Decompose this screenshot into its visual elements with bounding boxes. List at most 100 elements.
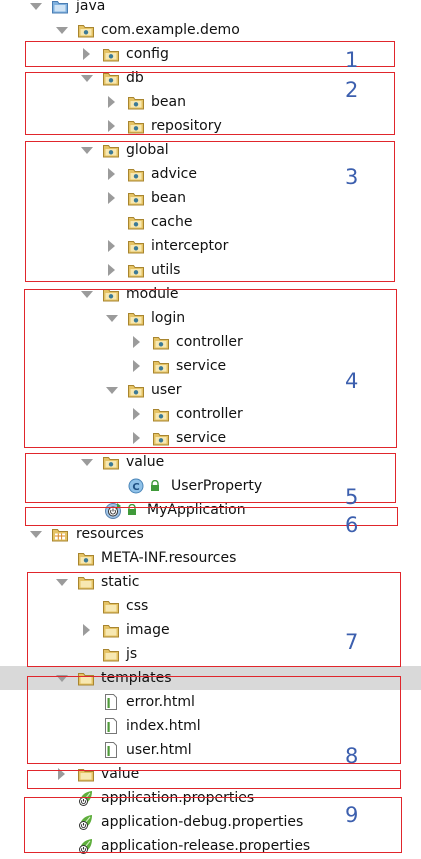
expand-arrow-down-icon[interactable]: [80, 282, 93, 306]
tree-row-login-service[interactable]: service: [0, 354, 421, 378]
spring-properties-icon: [78, 814, 94, 830]
tree-row-global-advice[interactable]: advice: [0, 162, 421, 186]
lock-icon: [149, 479, 161, 492]
tree-row-image[interactable]: image: [0, 618, 421, 642]
package-icon: [153, 430, 169, 446]
tree-label: interceptor: [151, 238, 229, 254]
expand-arrow-right-icon[interactable]: [130, 330, 142, 354]
tree-row-application-debug-properties[interactable]: application-debug.properties: [0, 810, 421, 834]
tree-row-application-release-properties[interactable]: application-release.properties: [0, 834, 421, 858]
expand-arrow-right-icon[interactable]: [105, 234, 117, 258]
package-icon: [153, 358, 169, 374]
tree-label: MyApplication: [147, 502, 246, 518]
expand-arrow-down-icon[interactable]: [80, 66, 93, 90]
tree-row-meta-inf[interactable]: META-INF.resources: [0, 546, 421, 570]
tree-row-com-example-demo[interactable]: com.example.demo: [0, 18, 421, 42]
tree-row-application-properties[interactable]: application.properties: [0, 786, 421, 810]
expand-arrow-right-icon[interactable]: [105, 114, 117, 138]
tree-label: value: [101, 766, 140, 782]
tree-row-db[interactable]: db: [0, 66, 421, 90]
tree-label: error.html: [126, 694, 195, 710]
folder-icon: [103, 646, 119, 662]
expand-arrow-right-icon[interactable]: [80, 42, 92, 66]
tree-row-global-cache[interactable]: cache: [0, 210, 421, 234]
expand-arrow-down-icon[interactable]: [29, 0, 42, 18]
expand-arrow-down-icon[interactable]: [55, 666, 68, 690]
expand-arrow-right-icon[interactable]: [130, 402, 142, 426]
annotation-number-6: 6: [345, 513, 359, 537]
tree-label: service: [176, 358, 227, 374]
tree-label: controller: [176, 334, 243, 350]
package-icon: [103, 286, 119, 302]
expand-arrow-right-icon[interactable]: [130, 426, 142, 450]
expand-arrow-right-icon[interactable]: [105, 186, 117, 210]
expand-arrow-down-icon[interactable]: [80, 450, 93, 474]
tree-row-static[interactable]: static: [0, 570, 421, 594]
tree-label: application-debug.properties: [101, 814, 304, 830]
tree-label: resources: [76, 526, 144, 542]
expand-arrow-right-icon[interactable]: [130, 354, 142, 378]
tree-label: service: [176, 430, 227, 446]
expand-arrow-down-icon[interactable]: [105, 306, 118, 330]
tree-row-css[interactable]: css: [0, 594, 421, 618]
folder-icon: [103, 598, 119, 614]
tree-row-my-application[interactable]: MyApplication: [0, 498, 421, 522]
tree-row-java[interactable]: java: [0, 0, 421, 18]
tree-row-global-bean[interactable]: bean: [0, 186, 421, 210]
class-icon: C: [128, 478, 144, 494]
spring-properties-icon: [78, 838, 94, 854]
package-icon: [153, 334, 169, 350]
tree-row-user-service[interactable]: service: [0, 426, 421, 450]
tree-row-global-utils[interactable]: utils: [0, 258, 421, 282]
tree-row-resources[interactable]: resources: [0, 522, 421, 546]
html-file-icon: [103, 742, 119, 758]
expand-arrow-right-icon[interactable]: [80, 618, 92, 642]
annotation-number-9: 9: [345, 803, 359, 827]
folder-icon: [78, 574, 94, 590]
tree-row-templates[interactable]: templates: [0, 666, 421, 690]
tree-row-db-repository[interactable]: repository: [0, 114, 421, 138]
package-icon: [128, 166, 144, 182]
resources-folder-icon: [52, 526, 68, 542]
spring-boot-class-icon: [104, 502, 121, 519]
tree-row-user-property[interactable]: C UserProperty: [0, 474, 421, 498]
tree-label: repository: [151, 118, 222, 134]
tree-row-global[interactable]: global: [0, 138, 421, 162]
tree-row-index-html[interactable]: index.html: [0, 714, 421, 738]
expand-arrow-down-icon[interactable]: [29, 522, 42, 546]
tree-row-user-controller[interactable]: controller: [0, 402, 421, 426]
svg-text:C: C: [132, 482, 139, 493]
package-icon: [153, 406, 169, 422]
folder-icon: [103, 622, 119, 638]
html-file-icon: [103, 718, 119, 734]
expand-arrow-right-icon[interactable]: [105, 162, 117, 186]
tree-row-user-html[interactable]: user.html: [0, 738, 421, 762]
expand-arrow-down-icon[interactable]: [105, 378, 118, 402]
expand-arrow-right-icon[interactable]: [105, 90, 117, 114]
tree-row-module[interactable]: module: [0, 282, 421, 306]
package-icon: [128, 190, 144, 206]
spring-properties-icon: [78, 790, 94, 806]
tree-row-error-html[interactable]: error.html: [0, 690, 421, 714]
tree-row-login-controller[interactable]: controller: [0, 330, 421, 354]
tree-row-global-interceptor[interactable]: interceptor: [0, 234, 421, 258]
expand-arrow-down-icon[interactable]: [55, 18, 68, 42]
tree-label: image: [126, 622, 170, 638]
html-file-icon: [103, 694, 119, 710]
tree-row-user[interactable]: user: [0, 378, 421, 402]
expand-arrow-right-icon[interactable]: [55, 762, 67, 786]
tree-row-db-bean[interactable]: bean: [0, 90, 421, 114]
expand-arrow-down-icon[interactable]: [80, 138, 93, 162]
expand-arrow-down-icon[interactable]: [55, 570, 68, 594]
tree-row-js[interactable]: js: [0, 642, 421, 666]
tree-row-value[interactable]: value: [0, 450, 421, 474]
package-icon: [128, 118, 144, 134]
tree-label: UserProperty: [171, 478, 263, 494]
tree-row-config[interactable]: config: [0, 42, 421, 66]
tree-label: user.html: [126, 742, 192, 758]
expand-arrow-right-icon[interactable]: [105, 258, 117, 282]
tree-label: application.properties: [101, 790, 255, 806]
tree-row-login[interactable]: login: [0, 306, 421, 330]
annotation-number-4: 4: [345, 369, 359, 393]
tree-label: user: [151, 382, 182, 398]
